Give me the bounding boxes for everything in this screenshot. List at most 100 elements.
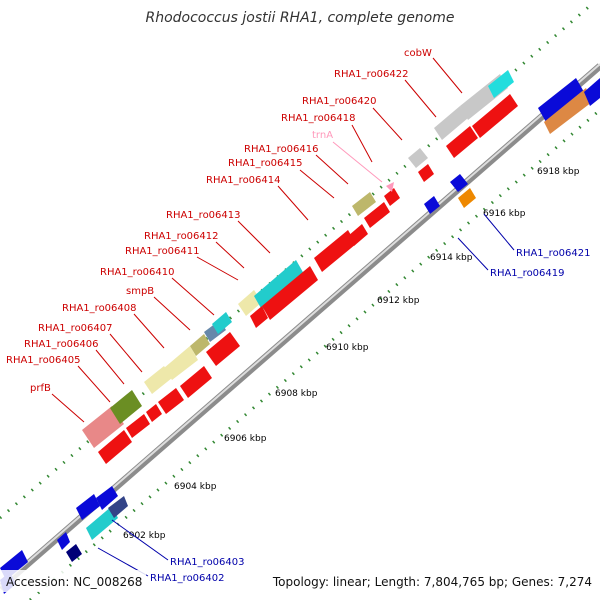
gene-block[interactable] <box>446 126 478 158</box>
gene-block[interactable] <box>180 366 212 398</box>
gene-block[interactable] <box>424 196 440 214</box>
summary-text: Topology: linear; Length: 7,804,765 bp; … <box>272 575 592 589</box>
leader-line-ro06405 <box>77 365 111 403</box>
gene-label-ro06418[interactable]: RHA1_ro06418 <box>281 113 356 124</box>
gene-block[interactable] <box>544 88 592 134</box>
leader-line-ro06422 <box>404 79 437 118</box>
gene-label-ro06413[interactable]: RHA1_ro06413 <box>166 210 241 221</box>
tick-label-6918: 6918 kbp <box>537 167 580 177</box>
leader-line-ro06408 <box>133 313 165 349</box>
gene-label-trna[interactable]: trnA <box>312 130 333 141</box>
leader-line-ro06414 <box>277 185 309 221</box>
gene-block[interactable] <box>66 544 82 562</box>
gene-label-ro06411[interactable]: RHA1_ro06411 <box>125 246 200 257</box>
gene-label-ro06420[interactable]: RHA1_ro06420 <box>302 96 377 107</box>
gene-block[interactable] <box>110 390 142 424</box>
gene-block[interactable] <box>206 332 240 366</box>
gene-block[interactable] <box>212 312 232 334</box>
leader-line-trna <box>332 141 383 183</box>
gene-block[interactable] <box>164 346 198 380</box>
gene-block[interactable] <box>250 306 268 328</box>
leader-line-ro06406 <box>95 349 125 385</box>
gene-block[interactable] <box>584 78 600 106</box>
gene-block[interactable] <box>472 94 518 138</box>
leader-line-ro06416 <box>315 154 349 185</box>
gene-block[interactable] <box>126 414 150 438</box>
gene-block[interactable] <box>190 334 210 356</box>
gene-block[interactable] <box>254 260 304 310</box>
gene-label-cobw[interactable]: cobW <box>404 48 432 59</box>
reverse-gene-labels: RHA1_ro06421 RHA1_ro06419 RHA1_ro06403 R… <box>150 248 591 584</box>
gene-label-ro06402[interactable]: RHA1_ro06402 <box>150 573 225 584</box>
gene-block[interactable] <box>76 494 100 520</box>
gene-label-ro06422[interactable]: RHA1_ro06422 <box>334 69 409 80</box>
leader-line-smpb <box>153 296 191 331</box>
gene-label-ro06407[interactable]: RHA1_ro06407 <box>38 323 113 334</box>
forward-gene-labels: cobW RHA1_ro06422 RHA1_ro06420 RHA1_ro06… <box>6 48 432 394</box>
tick-label-6908: 6908 kbp <box>275 389 318 399</box>
leader-line-ro06411 <box>196 256 239 281</box>
gene-block[interactable] <box>96 486 118 510</box>
gene-label-ro06421[interactable]: RHA1_ro06421 <box>516 248 591 259</box>
map-title: Rhodococcus jostii RHA1, complete genome <box>145 10 454 26</box>
gene-label-ro06408[interactable]: RHA1_ro06408 <box>62 303 137 314</box>
leader-line-ro06413 <box>237 220 271 254</box>
tick-label-6910: 6910 kbp <box>326 343 369 353</box>
gene-block[interactable] <box>314 230 356 272</box>
gene-block[interactable] <box>384 188 400 206</box>
gene-block[interactable] <box>488 70 514 98</box>
gene-block[interactable] <box>458 188 476 208</box>
gene-block[interactable] <box>98 430 132 464</box>
gene-label-ro06412[interactable]: RHA1_ro06412 <box>144 231 219 242</box>
leader-line-ro06419 <box>457 237 489 271</box>
gene-block[interactable] <box>386 182 394 192</box>
leader-line-ro06410 <box>171 277 215 316</box>
leader-line-ro06421 <box>483 213 515 251</box>
gene-label-ro06410[interactable]: RHA1_ro06410 <box>100 267 175 278</box>
leader-line-cobw <box>432 57 463 94</box>
gene-block[interactable] <box>348 224 368 246</box>
leader-line-prfb <box>51 393 85 423</box>
gene-block[interactable] <box>82 406 124 448</box>
gene-block[interactable] <box>262 266 318 320</box>
gene-block[interactable] <box>144 366 172 394</box>
summary-bg <box>266 570 600 592</box>
leader-line-ro06403 <box>111 519 169 561</box>
gene-label-prfb[interactable]: prfB <box>30 383 51 394</box>
accession-bg <box>0 570 146 592</box>
gene-block[interactable] <box>57 532 70 550</box>
gene-label-ro06416[interactable]: RHA1_ro06416 <box>244 144 319 155</box>
tick-label-6902: 6902 kbp <box>123 531 166 541</box>
gene-block[interactable] <box>538 78 584 122</box>
leader-line-ro06407 <box>109 333 143 373</box>
gene-block[interactable] <box>108 496 128 518</box>
gene-label-ro06419[interactable]: RHA1_ro06419 <box>490 268 565 279</box>
gene-label-ro06415[interactable]: RHA1_ro06415 <box>228 158 303 169</box>
leader-line-ro06415 <box>299 169 335 199</box>
gene-block[interactable] <box>158 388 184 414</box>
gene-block[interactable] <box>364 202 390 228</box>
gene-block[interactable] <box>418 164 434 182</box>
gene-block[interactable] <box>146 404 162 422</box>
gene-block[interactable] <box>352 192 376 216</box>
tick-label-6914: 6914 kbp <box>430 253 473 263</box>
gene-block[interactable] <box>434 106 468 140</box>
leader-lines <box>51 57 515 577</box>
gene-label-smpb[interactable]: smpB <box>126 286 154 297</box>
gene-label-ro06414[interactable]: RHA1_ro06414 <box>206 175 281 186</box>
guide-line-lower <box>29 108 600 600</box>
gene-label-ro06406[interactable]: RHA1_ro06406 <box>24 339 99 350</box>
gene-block[interactable] <box>450 174 468 192</box>
gene-label-ro06405[interactable]: RHA1_ro06405 <box>6 355 81 366</box>
leader-line-ro06418 <box>351 124 373 163</box>
leader-line-ro06420 <box>372 107 403 141</box>
gene-label-ro06403[interactable]: RHA1_ro06403 <box>170 557 245 568</box>
gene-block[interactable] <box>86 506 118 540</box>
gene-block[interactable] <box>408 148 428 168</box>
tick-label-6912: 6912 kbp <box>377 296 420 306</box>
tick-label-6904: 6904 kbp <box>174 482 217 492</box>
leader-line-ro06412 <box>215 241 245 269</box>
tick-labels: 6902 kbp 6904 kbp 6906 kbp 6908 kbp 6910… <box>123 167 580 541</box>
tick-label-6916: 6916 kbp <box>483 209 526 219</box>
